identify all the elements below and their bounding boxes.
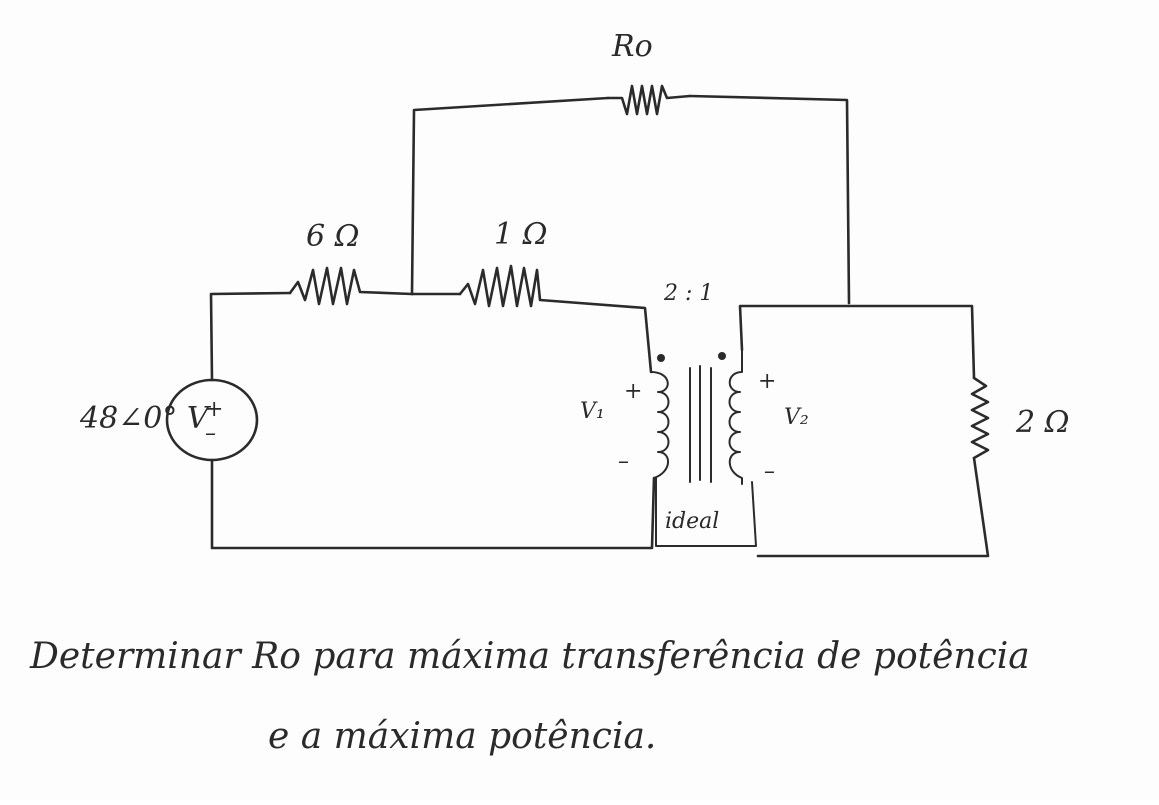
resistor-1-ohm — [458, 264, 653, 374]
wire-right-bottom — [756, 456, 990, 558]
ideal-label: ideal — [665, 509, 719, 534]
six-ohm-label: 6 Ω — [306, 219, 360, 254]
problem-line-1: Determinar Ro para máxima transferência … — [29, 636, 1030, 677]
two-ohm-label: 2 Ω — [1015, 405, 1070, 440]
v2-plus: + — [758, 369, 776, 394]
problem-line-2: e a máxima potência. — [268, 716, 656, 757]
ro-label: Ro — [611, 29, 653, 64]
wire-left-bottom — [210, 458, 656, 550]
v2-label: V₂ — [784, 405, 809, 430]
v1-minus: – — [618, 449, 629, 474]
v1-plus: + — [624, 379, 642, 404]
resistor-6-ohm — [288, 266, 414, 306]
one-ohm-label: 1 Ω — [494, 217, 548, 252]
source-plus-sign: + — [205, 397, 223, 422]
resistor-ro — [606, 84, 692, 116]
ideal-box — [655, 477, 757, 547]
secondary-dot — [718, 352, 726, 360]
wire-right-top — [738, 304, 976, 380]
wire-ro-right — [688, 94, 851, 305]
primary-coil — [650, 371, 670, 479]
v2-minus: – — [764, 459, 775, 484]
resistor-2-ohm — [970, 376, 990, 460]
secondary-coil — [728, 349, 743, 485]
turns-ratio-label: 2 : 1 — [663, 281, 713, 306]
wire-left-top — [209, 291, 292, 382]
primary-dot — [657, 354, 665, 362]
v1-label: V₁ — [580, 399, 605, 424]
wire-ro-left-vertical — [410, 96, 610, 296]
source-label: 48∠0° V — [79, 401, 212, 436]
source-minus-sign: – — [205, 421, 216, 446]
